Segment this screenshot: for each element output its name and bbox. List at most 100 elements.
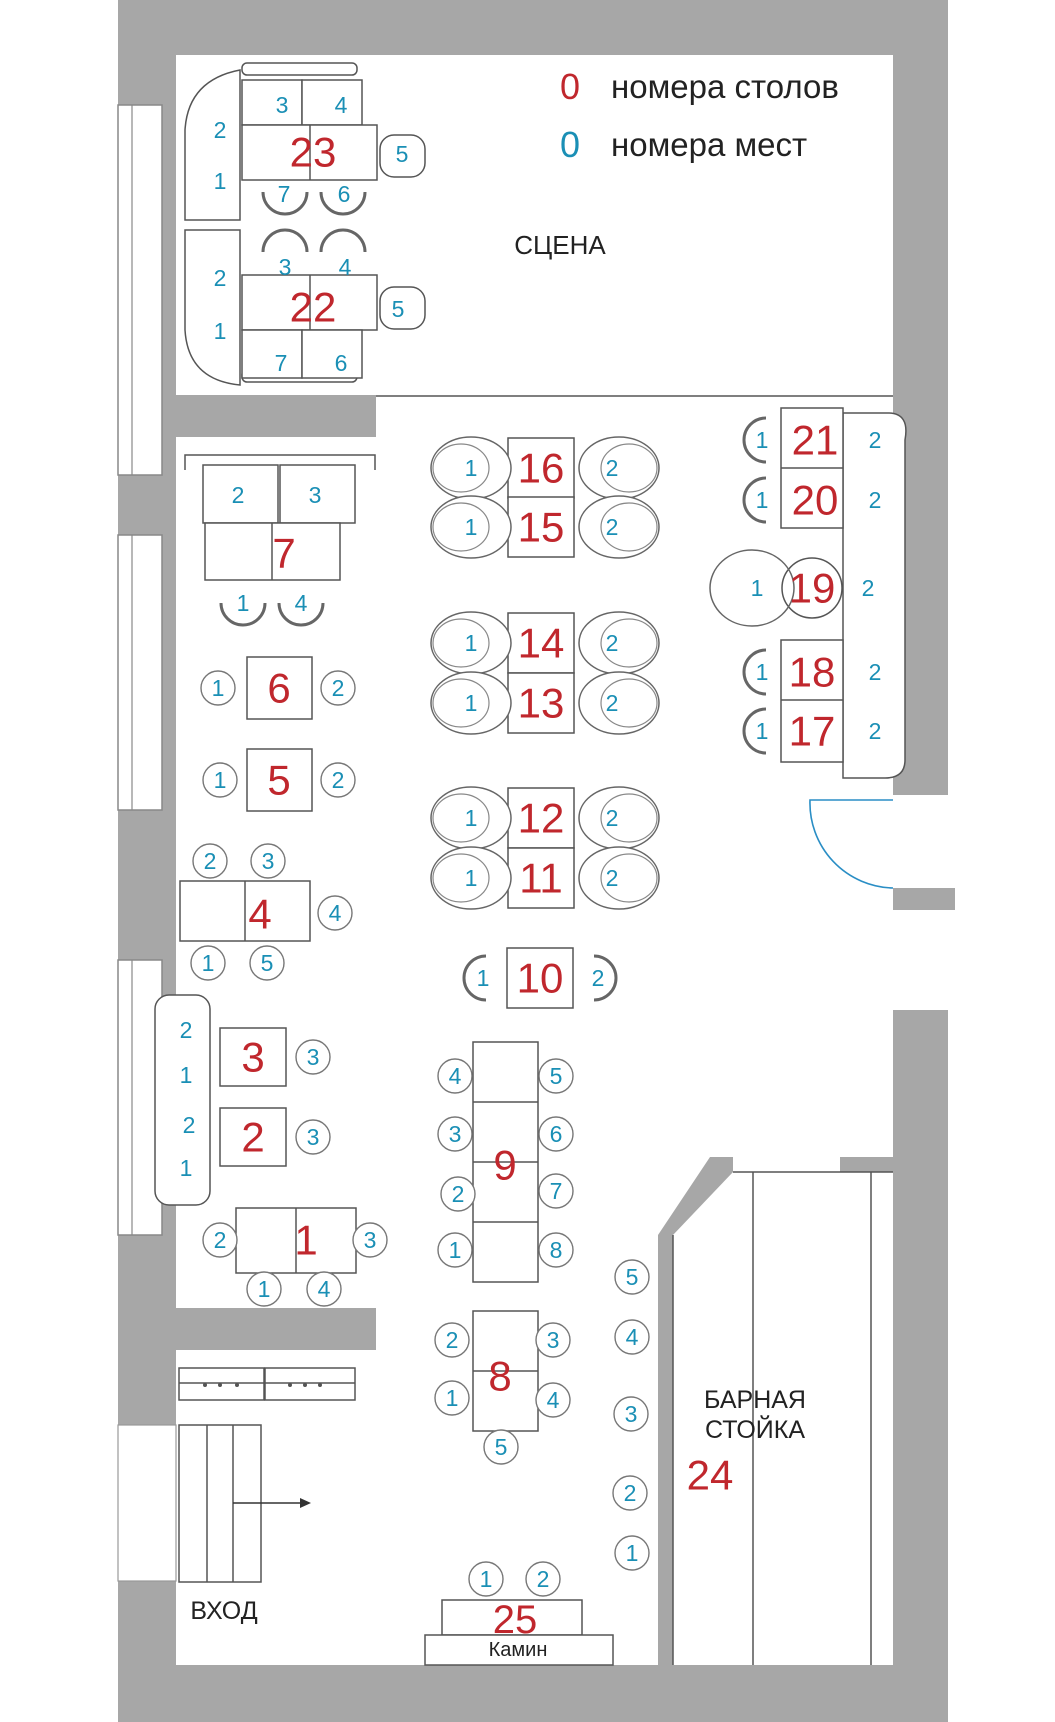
seat-number-6-1: 1 <box>212 675 225 701</box>
seat-stool <box>202 1222 238 1258</box>
seat-number-13-2: 2 <box>606 690 619 716</box>
chair-back <box>742 648 767 696</box>
table-number-14: 14 <box>518 620 565 667</box>
table-top <box>202 464 279 524</box>
table-top <box>219 1027 287 1087</box>
seat-number-1-2: 2 <box>214 1227 227 1253</box>
table-top <box>246 748 313 812</box>
armchair-cushion <box>432 678 490 728</box>
seat-number-2-2: 2 <box>183 1112 196 1138</box>
table-number-22: 22 <box>290 284 337 331</box>
seat-number-24-3: 3 <box>625 1401 638 1427</box>
seat-number-20-2: 2 <box>869 487 882 513</box>
seat-number-11-2: 2 <box>606 865 619 891</box>
sofa-back <box>241 62 358 76</box>
table-top <box>246 656 313 720</box>
furniture <box>154 62 907 1666</box>
wall-segment <box>118 0 893 55</box>
door-swing <box>809 799 894 889</box>
table-number-2: 2 <box>241 1114 264 1161</box>
table-number-24: 24 <box>687 1452 734 1499</box>
seat-stool <box>614 1259 650 1295</box>
chair-back <box>219 602 267 627</box>
seat-number-2-1: 1 <box>180 1155 193 1181</box>
chair-back <box>742 476 767 524</box>
armchair-cushion <box>432 853 490 903</box>
sofa-22 <box>184 229 241 386</box>
table-number-10: 10 <box>517 955 564 1002</box>
table-top <box>507 787 575 849</box>
seat-number-23-3: 3 <box>276 92 289 118</box>
label-bar_line2: СТОЙКА <box>705 1414 805 1444</box>
table-number-11: 11 <box>519 855 563 902</box>
hook <box>218 1383 222 1387</box>
entrance-arrow-head <box>300 1498 311 1508</box>
seat-number-4-1: 1 <box>202 950 215 976</box>
armchair-cushion <box>432 793 490 843</box>
seat-number-9-7: 7 <box>550 1178 563 1204</box>
seat-stool <box>295 1119 331 1155</box>
seat-stool <box>538 1058 574 1094</box>
table-top <box>219 1107 287 1167</box>
seat-number-7-4: 4 <box>295 590 308 616</box>
seat-number-23-7: 7 <box>278 181 291 207</box>
seat-stool <box>434 1380 470 1416</box>
seat-stool <box>612 1475 648 1511</box>
seat-number-1-3: 3 <box>364 1227 377 1253</box>
seat-stool <box>538 1232 574 1268</box>
seat-number-20-1: 1 <box>756 487 769 513</box>
seat-number-9-4: 4 <box>449 1063 462 1089</box>
seat-number-8-1: 1 <box>446 1385 459 1411</box>
seat-number-11-1: 1 <box>465 865 478 891</box>
seat-number-19-1: 1 <box>751 575 764 601</box>
table-number-17: 17 <box>789 708 836 755</box>
table-top <box>507 672 575 734</box>
armchair <box>578 495 660 559</box>
sofa-23 <box>184 69 241 221</box>
armchair-cushion <box>600 502 658 552</box>
armchair <box>578 611 660 675</box>
chair <box>379 286 426 330</box>
legend-table-label: номера столов <box>611 68 839 105</box>
seat-number-21-2: 2 <box>869 427 882 453</box>
seat-number-6-2: 2 <box>332 675 345 701</box>
seat-number-22-4: 4 <box>339 254 352 280</box>
seat-number-4-2: 2 <box>204 848 217 874</box>
seat-number-24-4: 4 <box>626 1324 639 1350</box>
seat-number-22-2: 2 <box>214 265 227 291</box>
table-number-20: 20 <box>792 477 839 524</box>
seat-number-25-1: 1 <box>480 1566 493 1592</box>
wall-segment <box>176 1308 376 1350</box>
armchair <box>430 495 512 559</box>
seat-number-22-6: 6 <box>335 350 348 376</box>
armchair-cushion <box>432 443 490 493</box>
seat-number-9-8: 8 <box>550 1237 563 1263</box>
entrance-gap <box>117 1424 177 1582</box>
seat-number-23-1: 1 <box>214 168 227 194</box>
seat-stool <box>614 1535 650 1571</box>
seat-stool <box>434 1322 470 1358</box>
seat-stool <box>613 1396 649 1432</box>
seat-number-22-5: 5 <box>392 296 405 322</box>
seat-number-23-5: 5 <box>396 141 409 167</box>
seat-stool <box>437 1232 473 1268</box>
hook <box>318 1383 322 1387</box>
seat-number-22-1: 1 <box>214 318 227 344</box>
window <box>117 104 163 476</box>
table-number-15: 15 <box>518 504 565 551</box>
armchair-cushion <box>600 853 658 903</box>
chair-back <box>742 416 767 464</box>
seat-stool <box>249 945 285 981</box>
wall-segment <box>893 888 955 910</box>
bench <box>842 412 907 779</box>
armchair <box>709 549 795 627</box>
armchair <box>578 671 660 735</box>
armchair <box>578 846 660 910</box>
seat-number-7-1: 1 <box>237 590 250 616</box>
table-top <box>301 79 363 126</box>
seat-stool <box>200 670 236 706</box>
table-number-4: 4 <box>248 891 271 938</box>
seat-number-24-1: 1 <box>626 1540 639 1566</box>
